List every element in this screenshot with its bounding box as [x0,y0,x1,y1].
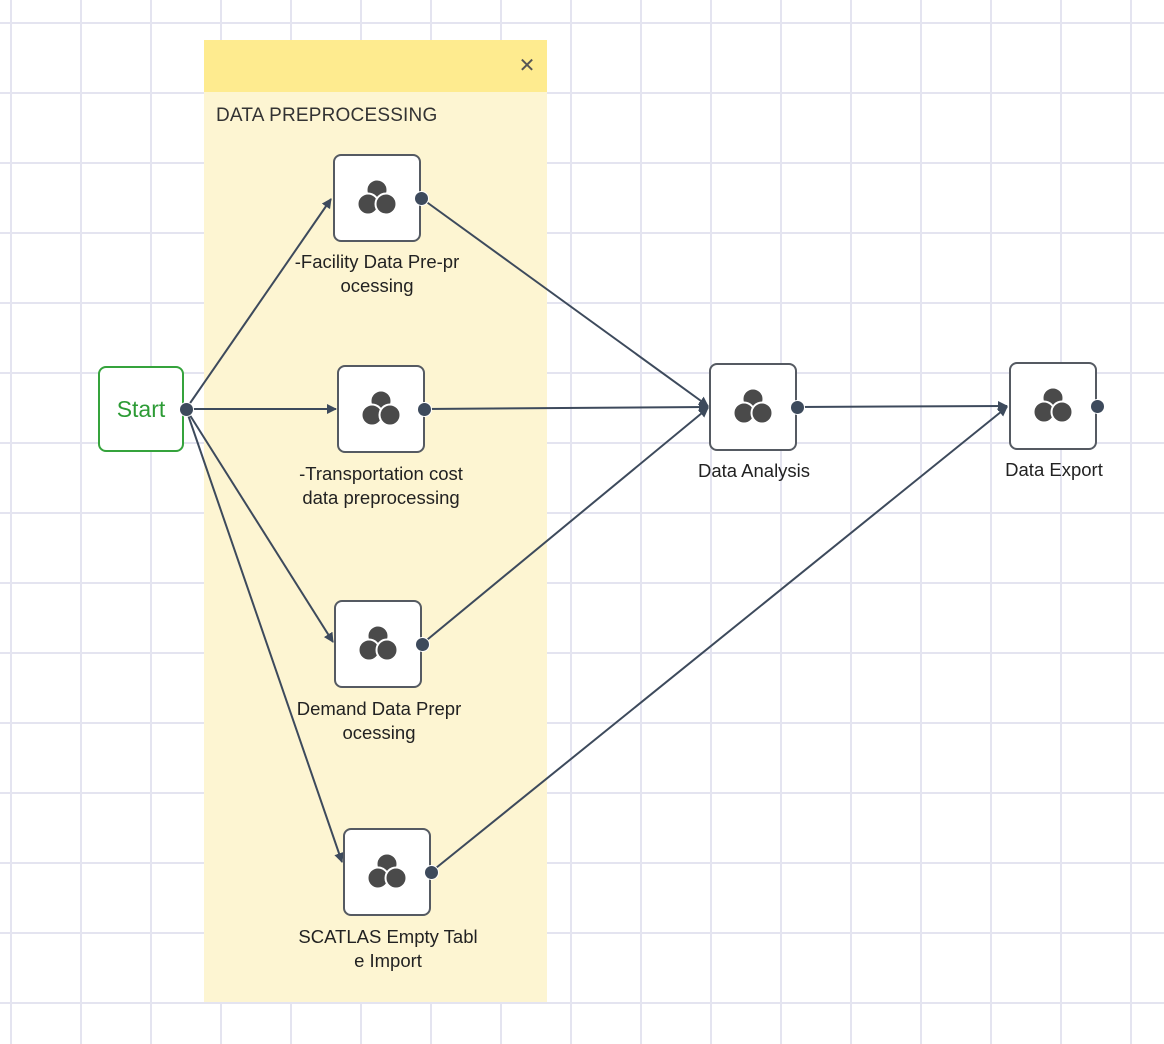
edge-transportation-to-analysis[interactable] [423,402,709,413]
start-output-port[interactable] [179,402,194,417]
facility-label: -Facility Data Pre-pr ocessing [294,251,460,296]
data-export-output-port[interactable] [1090,399,1105,414]
data-analysis-node[interactable] [709,363,797,451]
demand-label: Demand Data Prepr ocessing [296,698,462,743]
edge-facility-to-analysis[interactable] [420,197,709,407]
data-analysis-output-port[interactable] [790,400,805,415]
edge-start-to-facility[interactable] [185,198,332,410]
group-title: DATA PREPROCESSING [216,105,438,126]
edge-scatlas-to-export[interactable] [430,406,1008,873]
transportation-preprocessing-node[interactable] [337,365,425,453]
transportation-label: -Transportation cost data preprocessing [299,463,463,508]
data-export-label: Data Export [1005,459,1103,480]
edge-analysis-to-export[interactable] [796,401,1008,412]
scatlas-label: SCATLAS Empty Tabl e Import [298,926,478,971]
close-icon[interactable]: ✕ [518,55,536,77]
three-circles-icon [366,852,408,890]
group-header[interactable]: ✕ [204,40,547,92]
facility-output-port[interactable] [414,191,429,206]
three-circles-icon [1032,386,1074,424]
edge-demand-to-analysis[interactable] [421,407,709,645]
facility-preprocessing-node[interactable] [333,154,421,242]
demand-output-port[interactable] [415,637,430,652]
three-circles-icon [356,178,398,216]
edge-start-to-scatlas[interactable] [185,408,344,863]
demand-preprocessing-node[interactable] [334,600,422,688]
data-export-node[interactable] [1009,362,1097,450]
transportation-output-port[interactable] [417,402,432,417]
edge-start-to-demand[interactable] [185,408,334,643]
start-label: Start [116,395,166,422]
three-circles-icon [360,389,402,427]
scatlas-import-node[interactable] [343,828,431,916]
scatlas-output-port[interactable] [424,865,439,880]
start-node[interactable]: Start [98,366,184,452]
three-circles-icon [357,624,399,662]
data-analysis-label: Data Analysis [697,460,811,481]
three-circles-icon [732,387,774,425]
